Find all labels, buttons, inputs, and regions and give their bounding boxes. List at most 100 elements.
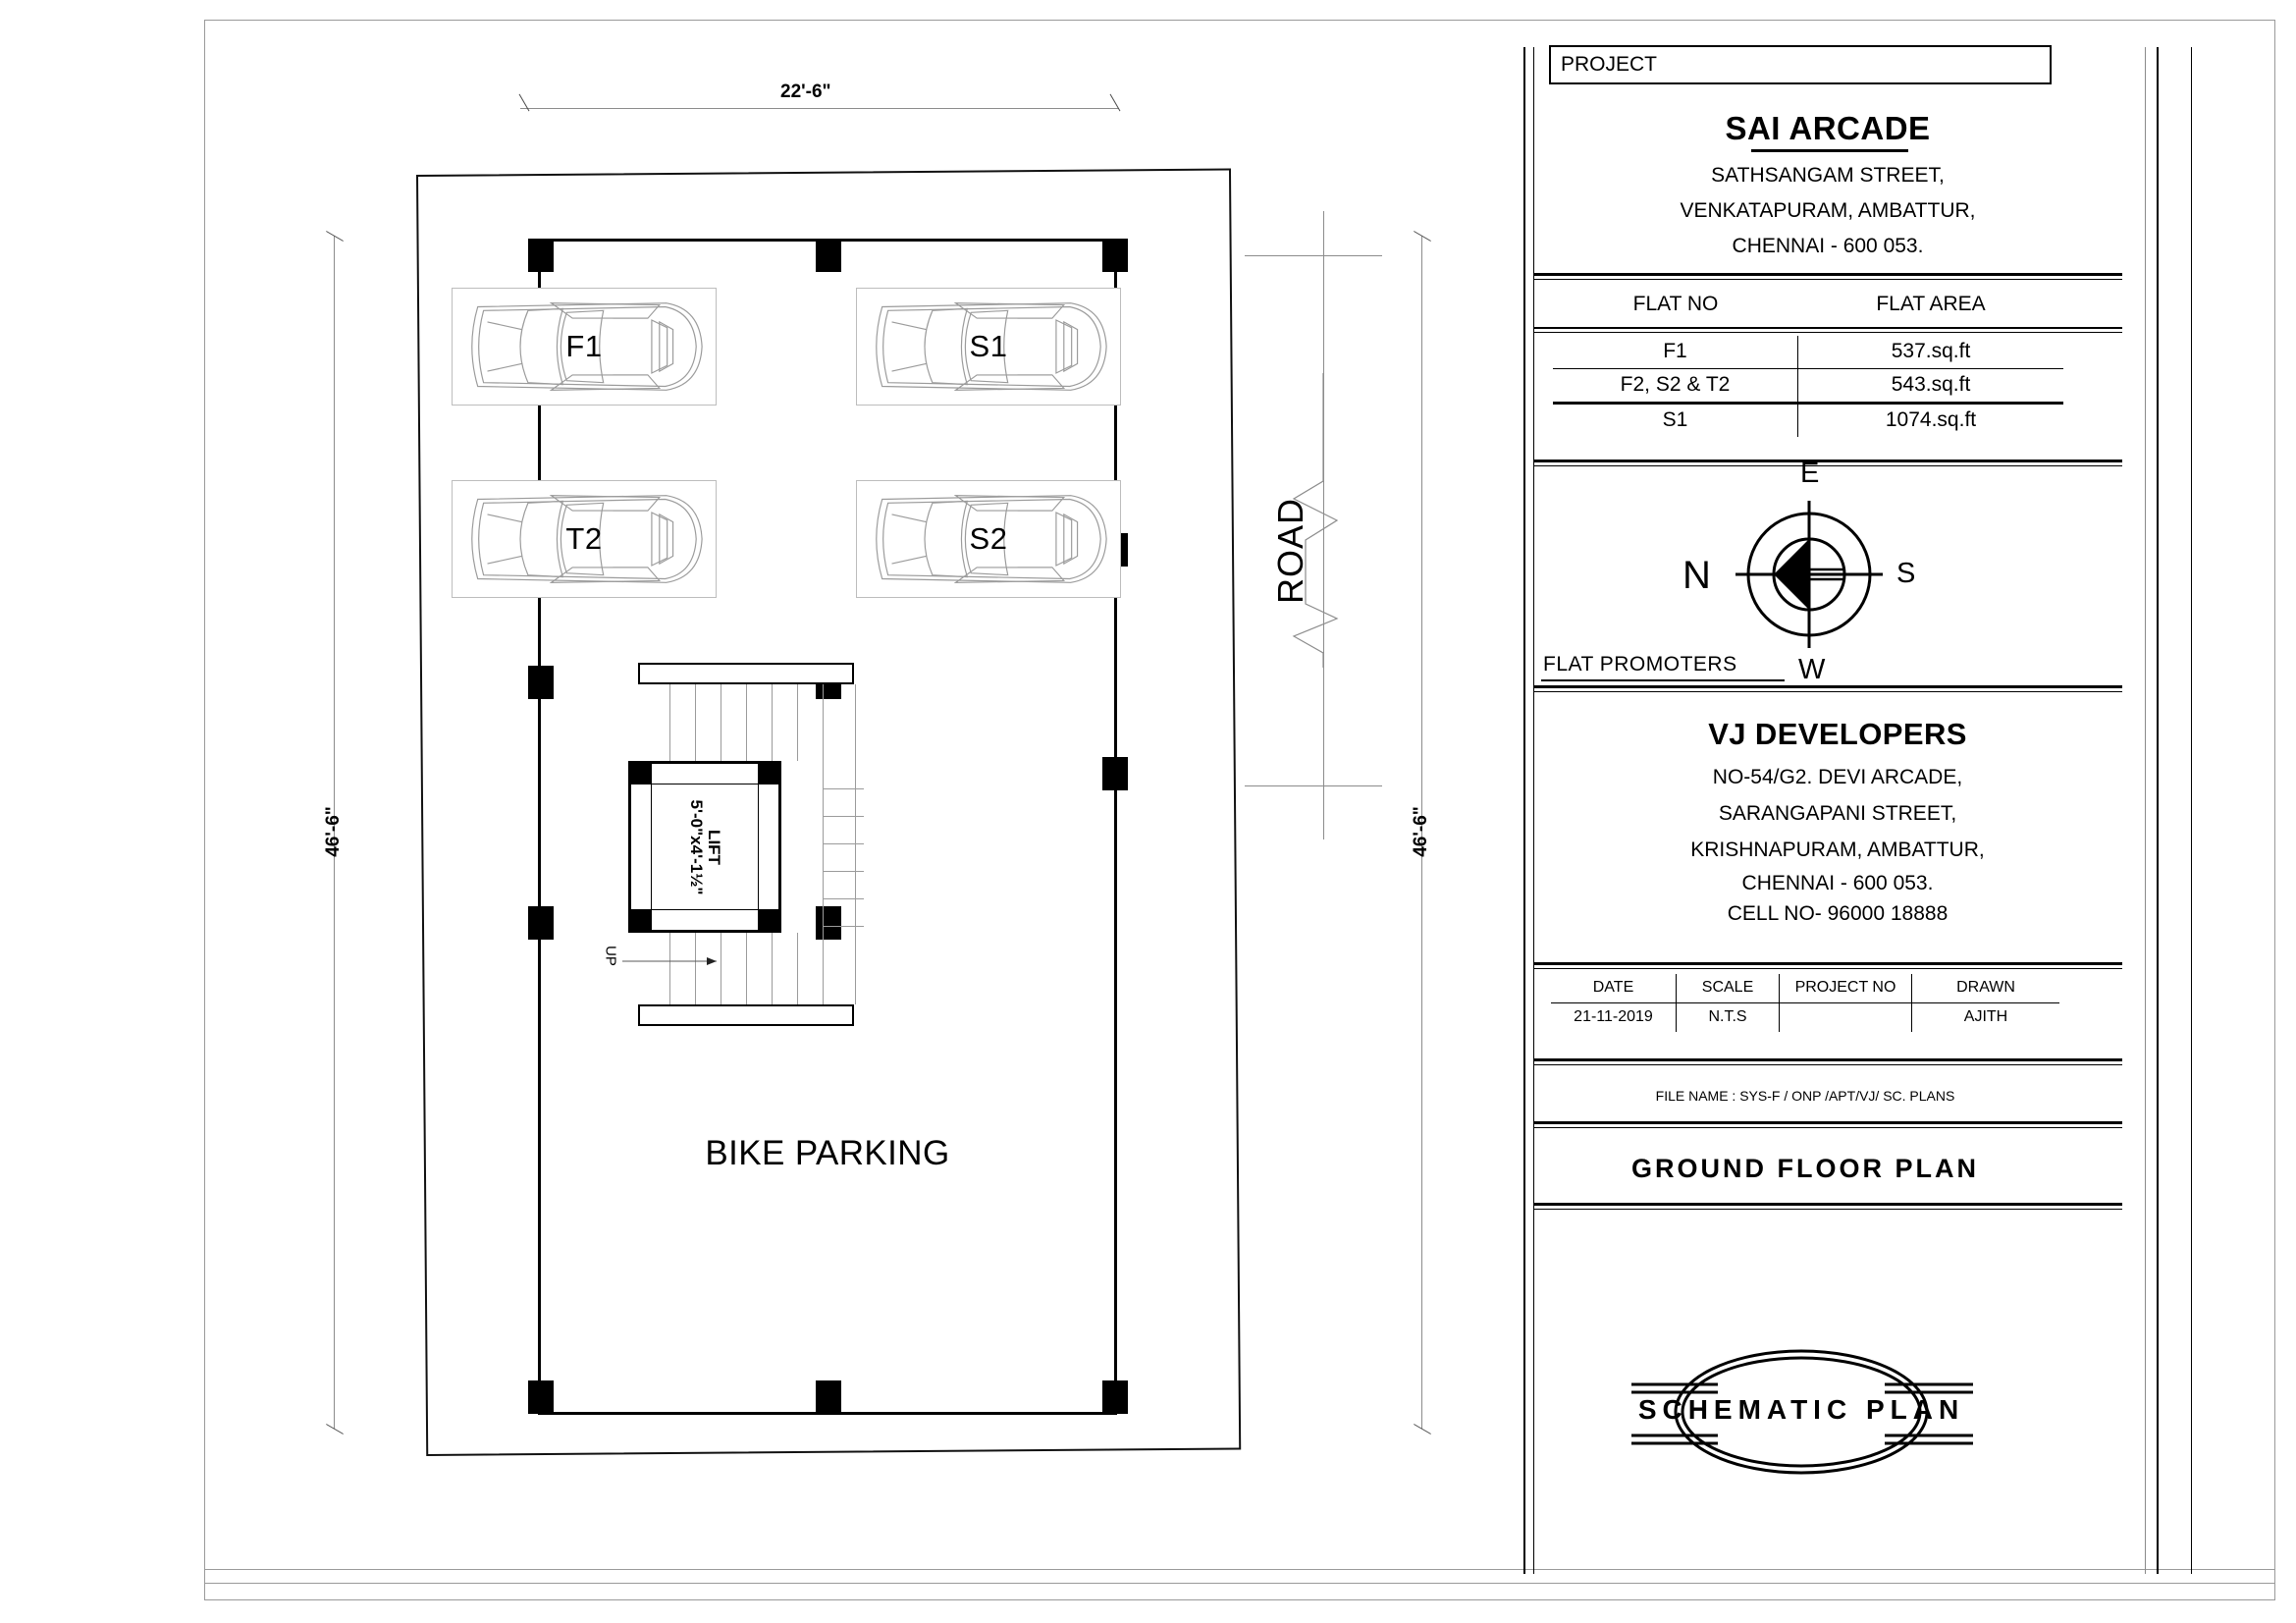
road-vertical-rule [1323,211,1324,839]
title-block: PROJECT SAI ARCADE SATHSANGAM STREET, VE… [1533,20,2158,1591]
details-header-date: DATE [1551,974,1677,1002]
stair-tread [823,871,864,872]
project-header-box: PROJECT [1549,45,2052,84]
promoters-header-underline [1541,679,1785,681]
separator [1533,1209,2122,1211]
compass-rose: N E S W [1682,458,1915,685]
lift-size: 5'-0"x4'-1½" [687,799,706,895]
table-row: F2, S2 & T2 543.sq.ft [1553,369,2063,404]
project-name-underline [1751,149,1908,152]
stall-label: S1 [969,329,1008,363]
sheet-border [204,20,2275,1600]
titleblock-divider-line-2 [1533,47,1534,1574]
lift-shaft [628,761,781,933]
separator [1533,691,2122,693]
project-address-line: CHENNAI - 600 053. [1732,235,1924,257]
top-dimension-line [520,108,1119,109]
stall-label: T2 [565,521,603,556]
lift-label: LIFT 5'-0"x4'-1½" [687,799,723,895]
sheet-border-bottom-line-1 [204,1569,2275,1570]
car-icon [863,294,1114,400]
column [1102,757,1128,790]
left-dimension-tick-bottom [326,1424,344,1434]
promoter-address-line: NO-54/G2. DEVI ARCADE, [1712,766,1963,788]
building-outline [528,239,1128,1415]
lift-column [758,909,781,933]
separator [1533,1058,2122,1061]
details-value-date: 21-11-2019 [1551,1003,1677,1032]
lift-column [628,761,652,784]
separator [1533,327,2122,330]
table-header-cell: FLAT NO [1632,293,1719,315]
stair-tread [823,684,824,1004]
flat-area-rows: F1 537.sq.ft F2, S2 & T2 543.sq.ft S1 10… [1553,336,2063,437]
parking-stall-f1: F1 [452,288,717,406]
stair-tread [746,933,747,1004]
project-name: SAI ARCADE [1725,110,1931,146]
separator [1533,1203,2122,1206]
wall-right [1114,239,1117,1415]
flat-area-table: FLAT NO FLAT AREA [1553,289,2063,321]
stair-up-arrow [622,957,717,965]
promoter-address-line: SARANGAPANI STREET, [1718,802,1957,825]
logo-text: SCHEMATIC PLAN [1637,1394,1965,1425]
details-header-row: DATE SCALE PROJECT NO DRAWN [1551,974,2059,1003]
left-dimension-tick-top [326,231,344,242]
details-header-drawn: DRAWN [1956,979,2015,996]
table-row: F1 537.sq.ft [1553,336,2063,369]
details-value-scale: N.T.S [1677,1003,1780,1032]
column [816,239,841,272]
project-address-line: SATHSANGAM STREET, [1711,164,1945,187]
table-cell-flat-no: F2, S2 & T2 [1553,369,1798,402]
stair-landing-top [638,663,854,684]
table-cell-flat-area: 1074.sq.ft [1885,408,1977,431]
details-value-drawn: AJITH [1963,1008,2008,1025]
bike-parking-label: BIKE PARKING [705,1134,950,1172]
column [1102,1380,1128,1414]
parking-stall-s1: S1 [856,288,1121,406]
compass-north-label: N [1682,554,1711,597]
compass-west-label: W [1798,654,1826,685]
right-dimension-line [1421,236,1422,1429]
promoter-address-line: KRISHNAPURAM, AMBATTUR, [1690,839,1985,861]
column [1102,239,1128,272]
titleblock-right-line-3 [2191,47,2192,1574]
project-header-label: PROJECT [1561,53,1658,76]
column [528,239,554,272]
titleblock-divider-line-1 [1523,47,1525,1574]
column [528,666,554,699]
table-cell-flat-area: 543.sq.ft [1891,373,1971,396]
titleblock-right-line-2 [2157,47,2159,1574]
lift-column [628,909,652,933]
stair-tread [746,684,747,761]
details-table: DATE SCALE PROJECT NO DRAWN 21-11-2019 N… [1551,974,2059,1032]
separator [1533,279,2122,281]
separator [1533,1121,2122,1124]
lift-column [758,761,781,784]
stair-tread [797,684,798,761]
table-row: S1 1074.sq.ft [1553,404,2063,437]
details-header-scale: SCALE [1677,974,1780,1002]
table-header-cell: FLAT AREA [1876,293,1986,315]
titleblock-right-line-1 [2145,47,2146,1574]
column [816,906,841,940]
details-value-project-no [1780,1003,1912,1032]
separator [1533,465,2122,467]
lift-car-outline [651,784,759,910]
left-dimension-label: 46'-6" [323,806,344,857]
column [528,906,554,940]
stair-core: LIFT 5'-0"x4'-1½" UP [603,663,864,1026]
file-name-label: FILE NAME : SYS-F / ONP /APT/VJ/ SC. PLA… [1655,1088,1955,1104]
stair-tread [772,684,773,761]
right-dimension-tick-top [1414,231,1431,242]
separator [1533,1127,2122,1129]
separator [1533,273,2122,276]
table-cell-flat-no: F1 [1553,336,1798,368]
stair-tread [695,933,696,1004]
road-top-rule [1245,255,1382,256]
top-dimension-label: 22'-6" [780,81,831,102]
car-icon [458,294,710,400]
details-header-project-no: PROJECT NO [1780,974,1912,1002]
separator [1533,968,2122,970]
